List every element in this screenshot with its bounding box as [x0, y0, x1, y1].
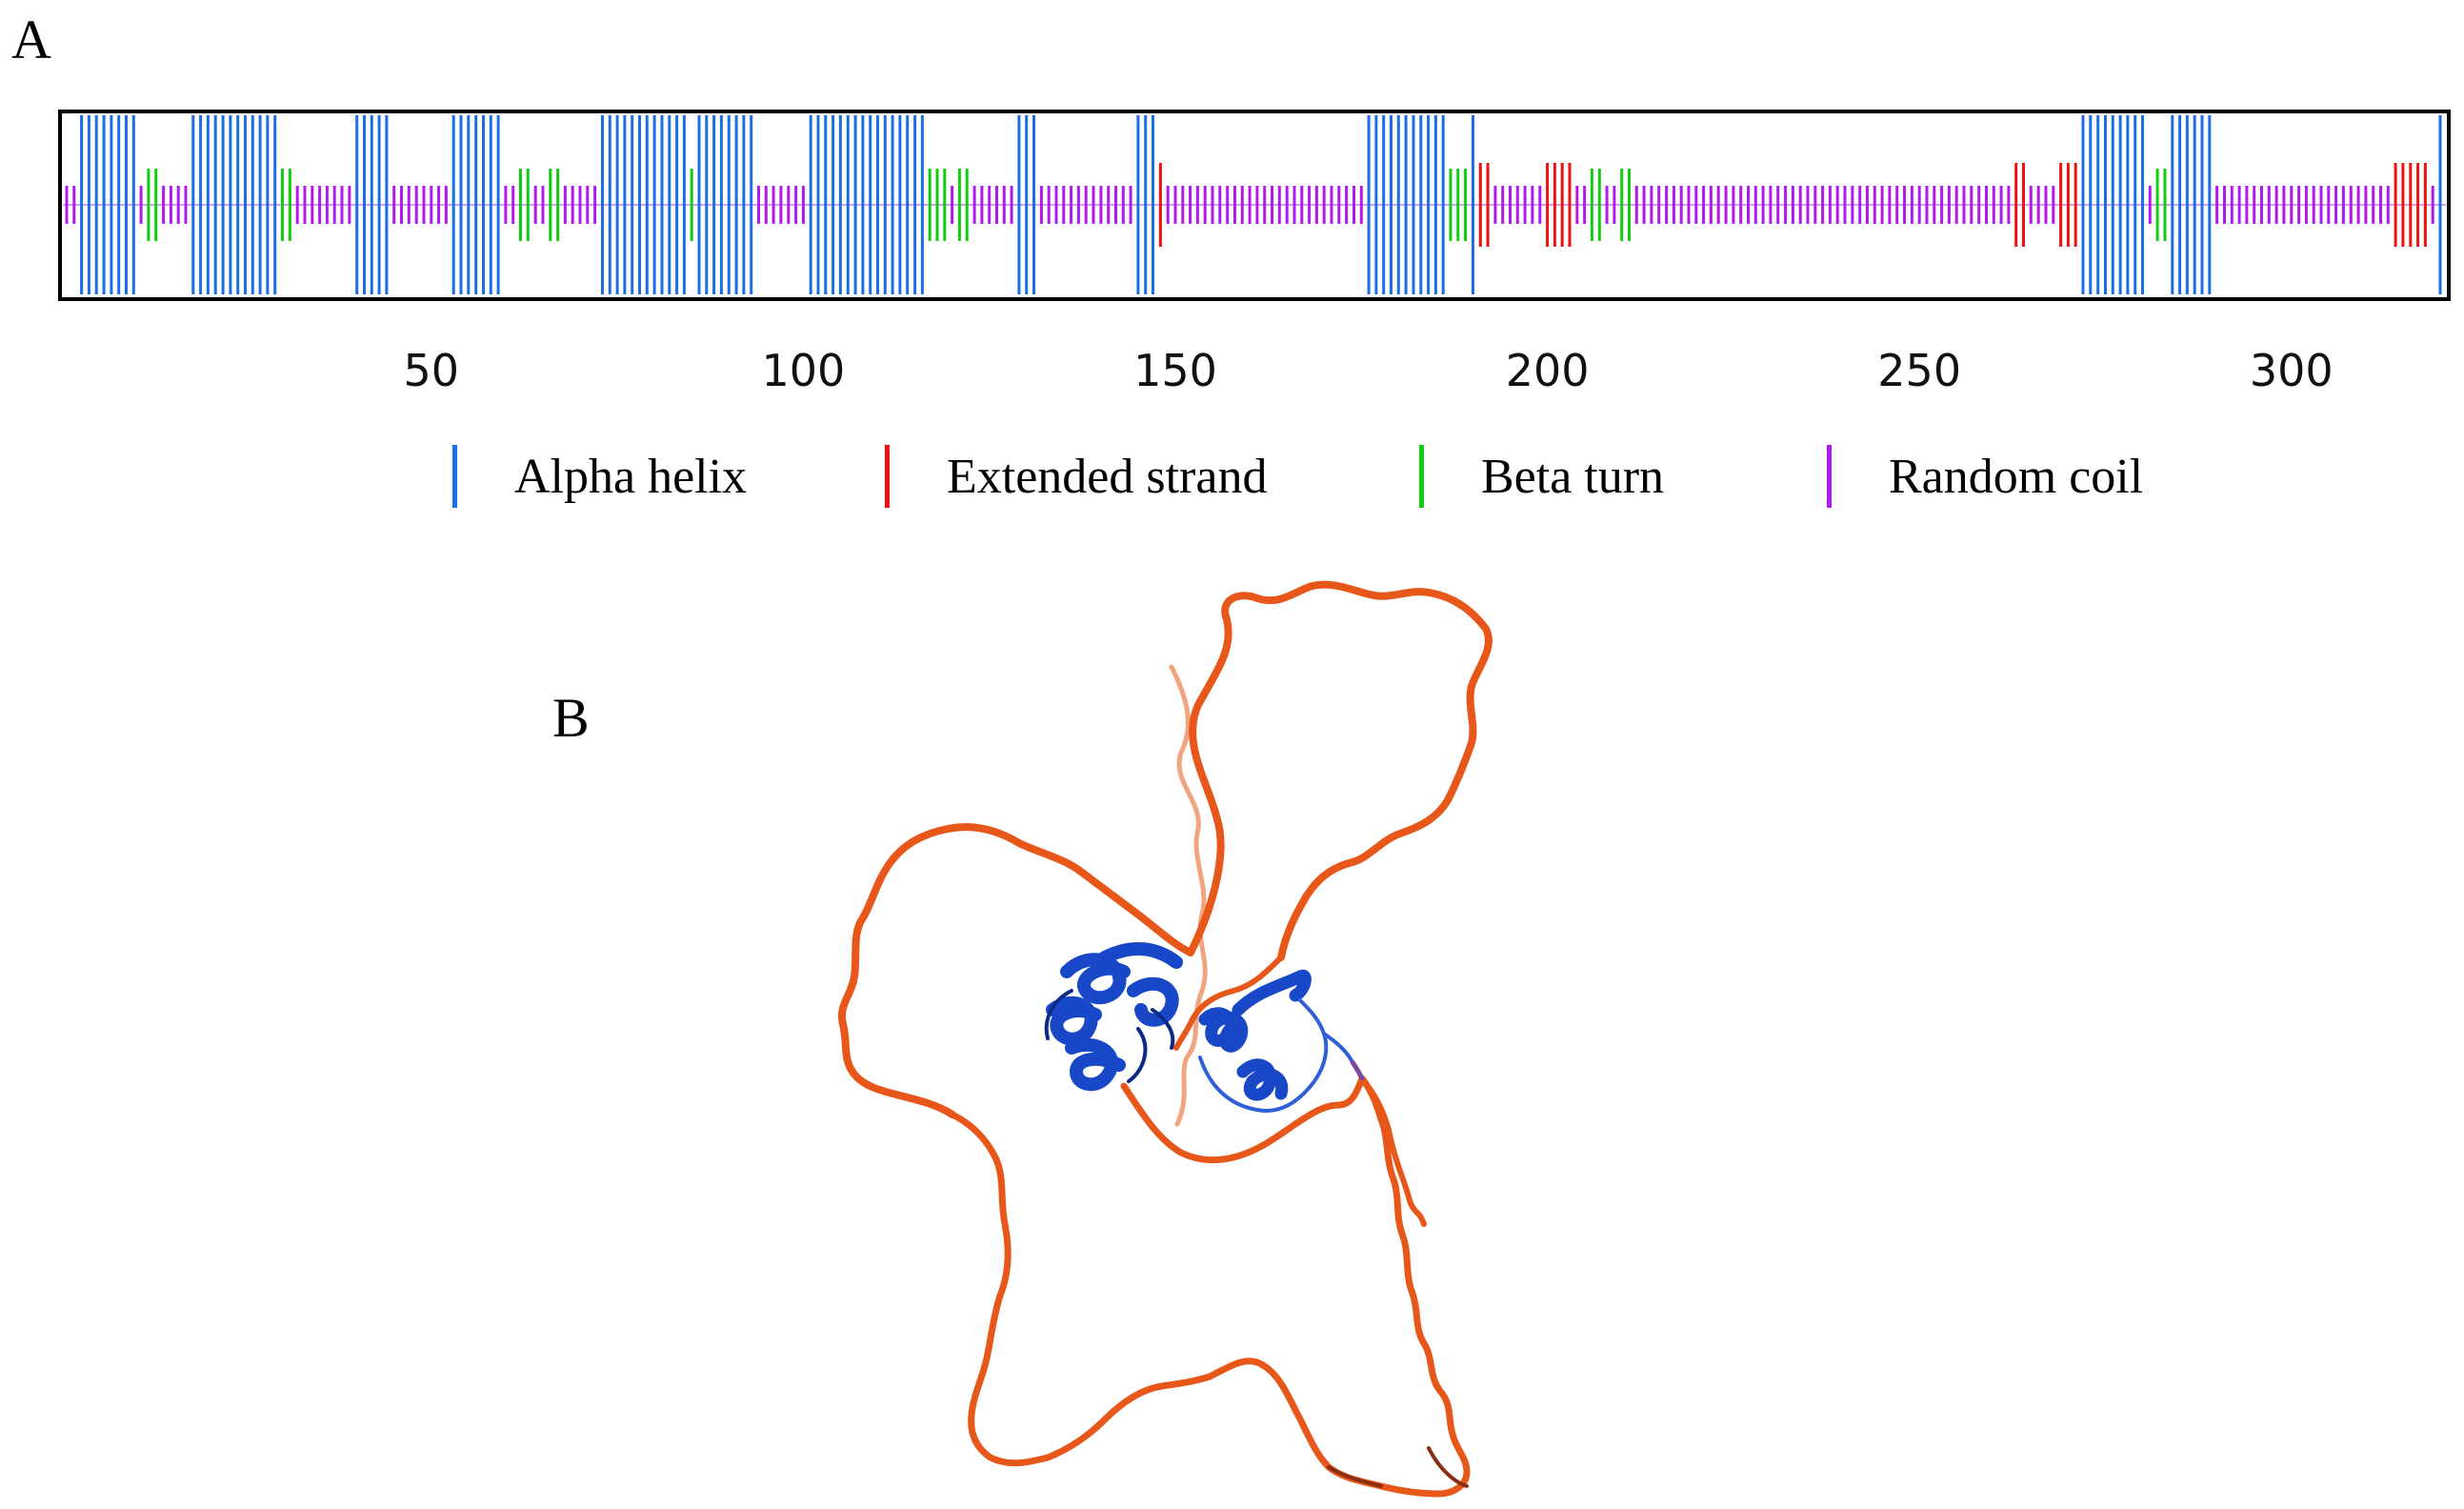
- legend-item-beta-turn: Beta turn: [1419, 438, 1664, 514]
- legend-swatch-beta-turn: [1419, 445, 1424, 508]
- track-marks: [65, 115, 2442, 294]
- helix-domain-right-outline: [1198, 998, 1354, 1113]
- legend-swatch-random-coil: [1827, 445, 1832, 508]
- legend-item-random-coil: Random coil: [1827, 438, 2143, 514]
- legend-label-alpha-helix: Alpha helix: [514, 449, 748, 504]
- helix-domain-left: [1046, 941, 1183, 1092]
- structure-loop-right-tail: [1359, 1076, 1427, 1227]
- legend-label-extended-strand: Extended strand: [947, 449, 1268, 504]
- panel-a-label: A: [11, 9, 51, 70]
- structure-loop-top: [1187, 580, 1492, 961]
- structure-loop-left: [837, 823, 1194, 1118]
- x-tick-label: 300: [2250, 345, 2334, 396]
- legend-label-random-coil: Random coil: [1889, 449, 2144, 504]
- track-tick-labels: 50 100 150 200 250 300: [404, 345, 2334, 396]
- legend-label-beta-turn: Beta turn: [1481, 449, 1665, 504]
- x-tick-label: 50: [404, 345, 460, 396]
- panel-b-label: B: [552, 687, 590, 749]
- legend-item-extended-strand: Extended strand: [885, 438, 1267, 514]
- helix-domain-left-outline: [1044, 989, 1175, 1083]
- structure-loop-bottom: [1206, 1075, 1471, 1498]
- structure-loop-inner: [1120, 1075, 1366, 1164]
- secondary-structure-track: 50 100 150 200 250 300: [58, 110, 2451, 396]
- legend-item-alpha-helix: Alpha helix: [452, 438, 747, 514]
- structure-loop-inner-upper: [1173, 955, 1284, 1051]
- x-tick-label: 100: [761, 345, 845, 396]
- helix-domain-right: [1198, 969, 1312, 1101]
- x-tick-label: 150: [1133, 345, 1217, 396]
- structure-tail-coil: [1169, 664, 1208, 1127]
- legend-swatch-extended-strand: [885, 445, 890, 508]
- x-tick-label: 250: [1877, 345, 1961, 396]
- structure-linker: [1350, 1059, 1365, 1081]
- structure-coil-shadow: [1327, 1446, 1469, 1488]
- legend-swatch-alpha-helix: [452, 445, 457, 508]
- x-tick-label: 200: [1506, 345, 1590, 396]
- structure-loop-lower-left: [949, 1111, 1213, 1467]
